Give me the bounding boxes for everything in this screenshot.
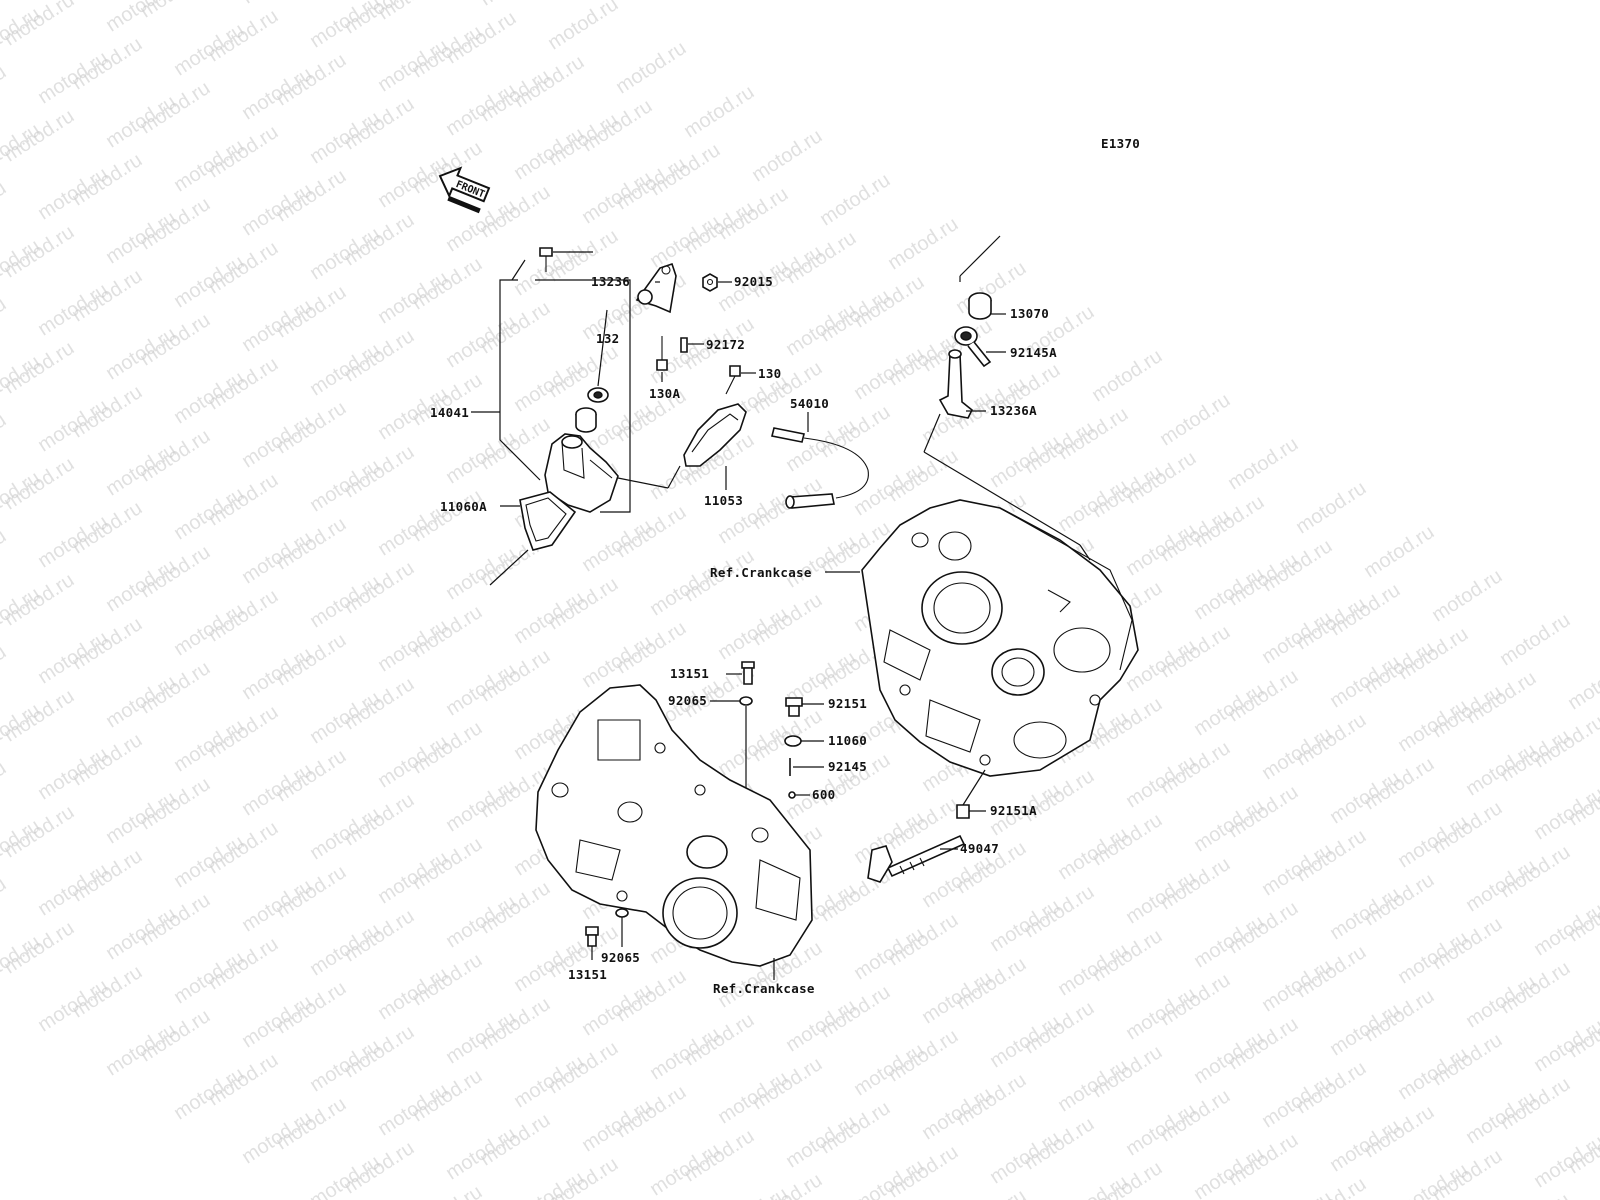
label-130: 130 xyxy=(758,366,781,381)
crankcase-right xyxy=(861,499,1139,777)
label-11060: 11060 xyxy=(828,733,867,748)
shift-cover-group xyxy=(471,247,869,586)
label-13151-bottom: 13151 xyxy=(568,967,607,982)
leader-lines xyxy=(500,251,1006,980)
label-11060A: 11060A xyxy=(440,499,487,514)
label-13236A: 13236A xyxy=(990,403,1037,418)
label-ref-crankcase-upper: Ref.Crankcase xyxy=(710,565,812,580)
label-13070: 13070 xyxy=(1010,306,1049,321)
label-92065-top: 92065 xyxy=(668,693,707,708)
label-14041: 14041 xyxy=(430,405,469,420)
label-130A: 130A xyxy=(649,386,680,401)
label-92015: 92015 xyxy=(734,274,773,289)
lower-parts-group xyxy=(739,661,986,883)
label-13151-top: 13151 xyxy=(670,666,709,681)
label-600: 600 xyxy=(812,787,835,802)
label-13236: 13236 xyxy=(591,274,630,289)
label-92151: 92151 xyxy=(828,696,867,711)
crankcase-left xyxy=(535,684,813,967)
lever-13236A xyxy=(938,353,974,419)
label-54010: 54010 xyxy=(790,396,829,411)
label-92065-bottom: 92065 xyxy=(601,950,640,965)
shift-shaft-group xyxy=(923,235,1081,546)
guard-11053 xyxy=(683,403,747,467)
label-92145: 92145 xyxy=(828,759,867,774)
diagram-code: E1370 xyxy=(1101,136,1140,151)
label-ref-crankcase-lower: Ref.Crankcase xyxy=(713,981,815,996)
label-11053: 11053 xyxy=(704,493,743,508)
shaft-49047 xyxy=(886,834,966,878)
label-92145A: 92145A xyxy=(1010,345,1057,360)
part-labels: 13236 92015 132 92172 130 130A 14041 540… xyxy=(430,274,1057,996)
cable-54010 xyxy=(771,427,805,443)
front-arrow-icon: FRONT xyxy=(438,166,491,214)
label-92172: 92172 xyxy=(706,337,745,352)
label-132: 132 xyxy=(596,331,619,346)
nut-92015 xyxy=(702,273,718,292)
label-92151A: 92151A xyxy=(990,803,1037,818)
label-49047: 49047 xyxy=(960,841,999,856)
